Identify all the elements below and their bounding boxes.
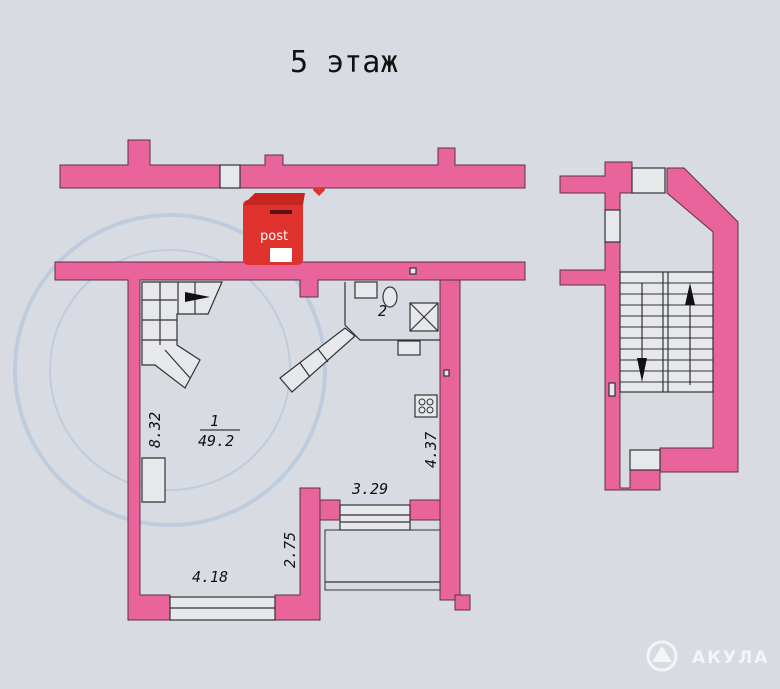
- dim-kitchen-width: 3.29: [351, 480, 388, 498]
- dim-bottom-width: 4.18: [192, 568, 228, 586]
- arrow-up-icon: [685, 283, 695, 305]
- heart-icon: [313, 187, 325, 196]
- mailbox-sticker: post: [243, 187, 325, 265]
- dim-right-height: 4.37: [422, 432, 440, 468]
- main-apartment-walls: [54, 139, 526, 621]
- shark-logo-icon: [652, 646, 672, 662]
- stairwell: [559, 161, 739, 491]
- brand-watermark: АКУЛА: [646, 640, 769, 672]
- dim-niche-height: 2.75: [281, 532, 299, 568]
- dim-left-height: 8.32: [146, 412, 164, 448]
- spiral-staircase: [141, 281, 223, 389]
- fireplace: [141, 457, 166, 503]
- arrow-down-icon: [637, 358, 647, 382]
- stove-icon: [414, 394, 438, 418]
- room-2-label: 2: [378, 302, 387, 320]
- brand-name: АКУЛА: [692, 648, 769, 668]
- floor-title: 5 этаж: [290, 45, 398, 80]
- room-1-number: 1: [210, 412, 219, 430]
- bathroom: 2: [279, 281, 440, 393]
- stair-arrow-icon: [185, 292, 210, 302]
- mailbox-label: post: [260, 229, 288, 244]
- room-1-area: 49.2: [198, 432, 234, 450]
